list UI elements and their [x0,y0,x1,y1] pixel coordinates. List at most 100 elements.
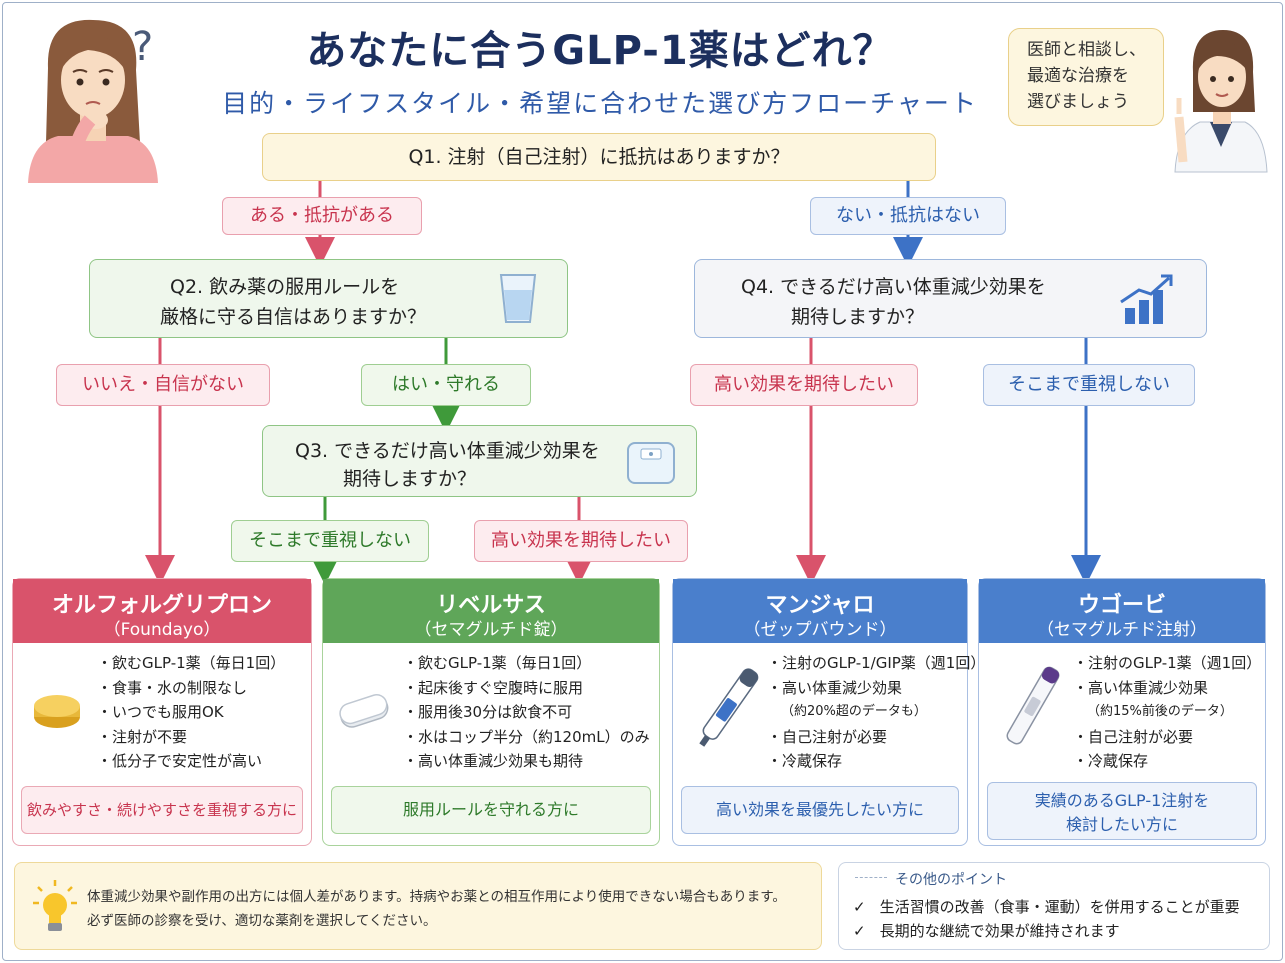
drug-subname: （ゼップバウンド） [743,620,897,640]
question-4-line-2: 期待しますか？ [791,306,925,328]
feature-item: ・冷蔵保存 [767,752,843,770]
question-2-line-1: Q2. 飲み薬の服用ルールを [170,276,400,298]
branch-q2-yes: はい・守れる [361,364,531,406]
recommendation: 服用ルールを守れる方に [331,786,651,834]
feature-note: （約20%超のデータも） [781,704,927,719]
bubble-line: 医師と相談し、 [1027,40,1146,60]
feature-item: ・注射が不要 [97,727,188,746]
doctor-speech-bubble: 医師と相談し、 最適な治療を 選びましょう [1008,28,1164,126]
feature-item: ・自己注射が必要 [767,727,888,746]
feature-item: ・飲むGLP-1薬（毎日1回） [97,654,286,672]
feature-item: ・起床後すぐ空腹時に服用 [403,678,584,697]
recommendation-text: 実績のあるGLP-1注射を [1034,791,1210,810]
feature-item: ・低分子で安定性が高い [97,752,263,770]
check-icon: ✓ [853,922,866,940]
branch-q4-high: 高い効果を期待したい [690,364,918,406]
point-item: ✓ 生活習慣の改善（食事・運動）を併用することが重要 [853,895,1240,919]
points-list: ✓ 生活習慣の改善（食事・運動）を併用することが重要 ✓ 長期的な継続で効果が維持さ… [853,895,1240,943]
page-subtitle: 目的・ライフスタイル・希望に合わせた選び方フローチャート [222,89,978,118]
card-header: オルフォルグリプロン （Foundayo） [13,579,311,643]
question-2-box: Q2. 飲み薬の服用ルールを 厳格に守る自信はありますか？ [89,259,568,338]
bubble-line: 選びましょう [1027,92,1129,112]
feature-item: ・服用後30分は飲食不可 [403,703,573,721]
drug-subname: （セマグルチド錠） [414,620,568,640]
recommendation: 高い効果を最優先したい方に [681,786,959,834]
feature-note: （約15%前後のデータ） [1087,704,1233,719]
question-3-line-2: 期待しますか？ [343,468,477,490]
drug-subname: （Foundayo） [103,620,221,640]
drug-name: リベルサス [436,593,546,618]
divider [855,877,887,878]
question-1-box: Q1. 注射（自己注射）に抵抗はありますか？ [262,133,936,181]
yellow-pill-icon [34,695,80,728]
lightbulb-icon [33,880,77,931]
rising-chart-icon [1120,274,1173,324]
weight-scale-icon [627,442,675,484]
disclaimer-note: 体重減少効果や副作用の出方には個人差があります。持病やお薬との相互作用により使用… [14,862,822,950]
check-icon: ✓ [853,898,866,916]
point-text: 生活習慣の改善（食事・運動）を併用することが重要 [879,898,1240,916]
question-mark-icon: ? [132,24,154,70]
recommendation: 飲みやすさ・続けやすさを重視する方に [21,786,303,834]
feature-item: ・高い体重減少効果 [767,678,903,697]
branch-q3-low: そこまで重視しない [231,520,429,562]
feature-item: ・高い体重減少効果も期待 [403,752,584,770]
question-3-line-1: Q3. できるだけ高い体重減少効果を [295,440,600,462]
card-header: マンジャロ （ゼップバウンド） [673,579,967,643]
branch-q2-no: いいえ・自信がない [56,364,270,406]
drug-name: ウゴービ [1077,593,1166,618]
other-points-box: その他のポイント ✓ 生活習慣の改善（食事・運動）を併用することが重要 ✓ 長期的な… [838,862,1270,950]
drug-features: ・注射のGLP-1薬（週1回） ・高い体重減少効果 （約15%前後のデータ） ・… [1073,651,1261,774]
question-4-box: Q4. できるだけ高い体重減少効果を 期待しますか？ [694,259,1207,338]
feature-item: ・いつでも服用OK [97,703,224,721]
feature-item: ・食事・水の制限なし [97,678,248,697]
branch-q1-no: ない・抵抗はない [810,197,1006,235]
drug-name: マンジャロ [765,593,875,618]
water-glass-icon [499,274,537,323]
question-3-box: Q3. できるだけ高い体重減少効果を 期待しますか？ [262,425,697,497]
page-title: あなたに合うGLP-1薬はどれ？ [306,28,894,74]
drug-card-orforglipron: オルフォルグリプロン （Foundayo） ・飲むGLP-1薬（毎日1回） ・食… [12,578,312,846]
drug-card-mounjaro: マンジャロ （ゼップバウンド） ・注射のGLP-1/GIP薬（週1回） ・高い体… [672,578,985,846]
feature-item: ・冷蔵保存 [1073,752,1149,770]
drug-features: ・飲むGLP-1薬（毎日1回） ・起床後すぐ空腹時に服用 ・服用後30分は飲食不… [403,651,650,774]
question-2-line-2: 厳格に守る自信はありますか？ [160,306,427,328]
disclaimer-text: 体重減少効果や副作用の出方には個人差があります。持病やお薬との相互作用により使用… [87,885,786,933]
drug-features: ・飲むGLP-1薬（毎日1回） ・食事・水の制限なし ・いつでも服用OK ・注射… [97,651,285,774]
recommendation-text: 高い効果を最優先したい方に [715,800,924,819]
drug-card-wegovy: ウゴービ （セマグルチド注射） ・注射のGLP-1薬（週1回） ・高い体重減少効… [978,578,1266,846]
card-header: リベルサス （セマグルチド錠） [323,579,659,643]
question-1-text: Q1. 注射（自己注射）に抵抗はありますか？ [408,146,790,168]
feature-item: ・自己注射が必要 [1073,727,1194,746]
branch-q1-yes: ある・抵抗がある [222,197,422,235]
feature-item: ・注射のGLP-1薬（週1回） [1073,654,1262,672]
thinking-woman-illustration [28,19,158,183]
disclaimer-line: 必ず医師の診察を受け、適切な薬剤を選択してください。 [87,913,437,929]
drug-card-rybelsus: リベルサス （セマグルチド錠） ・飲むGLP-1薬（毎日1回） ・起床後すぐ空腹… [322,578,660,846]
feature-item: ・飲むGLP-1薬（毎日1回） [403,654,592,672]
points-title: その他のポイント [895,872,1007,888]
card-header: ウゴービ （セマグルチド注射） [979,579,1265,643]
branch-q4-low: そこまで重視しない [983,364,1195,406]
feature-item: ・水はコップ半分（約120mL）のみ [403,727,650,746]
point-item: ✓ 長期的な継続で効果が維持されます [853,919,1240,943]
drug-features: ・注射のGLP-1/GIP薬（週1回） ・高い体重減少効果 （約20%超のデータ… [767,651,985,774]
recommendation-text: 飲みやすさ・続けやすさを重視する方に [26,801,297,819]
feature-item: ・高い体重減少効果 [1073,678,1209,697]
white-tablet-icon [339,694,389,728]
branch-q3-high: 高い効果を期待したい [474,520,688,562]
drug-name: オルフォルグリプロン [51,593,272,618]
point-text: 長期的な継続で効果が維持されます [879,922,1120,940]
bubble-line: 最適な治療を [1027,66,1129,86]
drug-subname: （セマグルチド注射） [1037,620,1207,640]
doctor-illustration [1174,30,1268,173]
recommendation-text: 検討したい方に [1065,815,1178,834]
recommendation: 実績のあるGLP-1注射を 検討したい方に [987,782,1257,840]
injection-pen-icon [1006,666,1060,745]
injection-pen-icon [699,668,759,747]
recommendation-text: 服用ルールを守れる方に [402,800,579,819]
disclaimer-line: 体重減少効果や副作用の出方には個人差があります。持病やお薬との相互作用により使用… [87,889,786,905]
feature-item: ・注射のGLP-1/GIP薬（週1回） [767,654,986,672]
question-4-line-1: Q4. できるだけ高い体重減少効果を [741,276,1046,298]
